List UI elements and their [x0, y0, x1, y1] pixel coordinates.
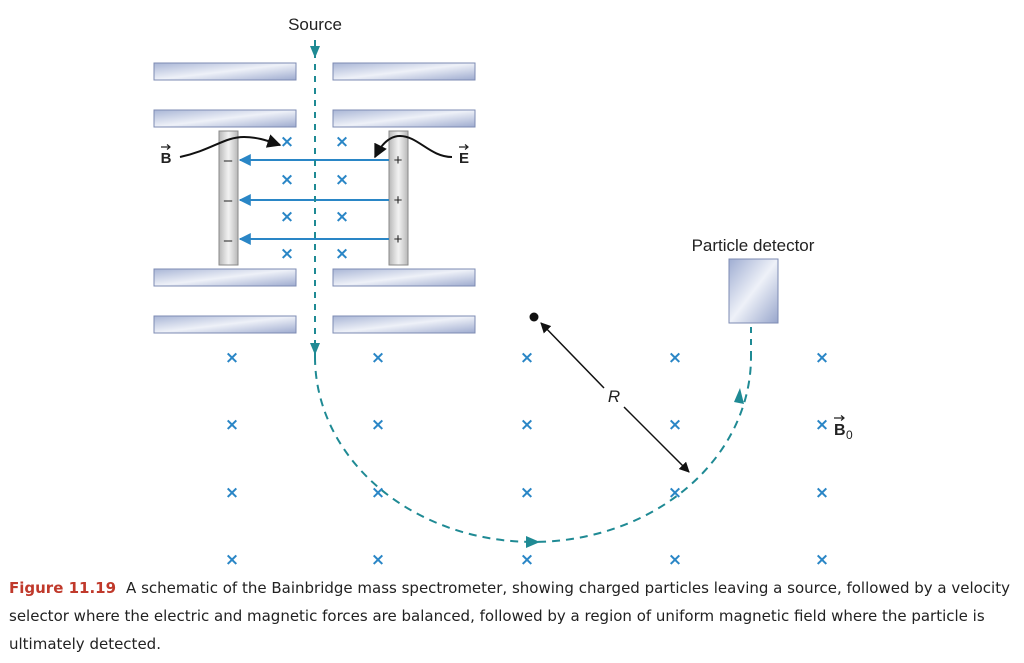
radius-label: R [608, 387, 620, 406]
source-label: Source [288, 15, 342, 34]
b0-subscript: 0 [846, 428, 853, 442]
field-x-mark: × [668, 415, 682, 435]
minus-sign-2: – [224, 192, 233, 209]
b-field-label: B [161, 150, 172, 167]
field-x-mark: × [335, 207, 349, 227]
field-x-mark: × [371, 483, 385, 503]
path-arrow-source [310, 46, 320, 58]
field-x-mark: × [371, 415, 385, 435]
path-arrow-bottom [526, 536, 540, 548]
field-x-mark: × [520, 348, 534, 368]
b0-field-label: B [834, 422, 846, 439]
radius-arrow-down [623, 406, 690, 473]
field-x-mark: × [225, 483, 239, 503]
slit-plates [153, 62, 476, 334]
field-x-mark: × [815, 483, 829, 503]
field-x-mark: × [280, 170, 294, 190]
plus-sign-2: + [394, 192, 403, 209]
plate-third-left [153, 268, 297, 287]
field-x-mark: × [668, 483, 682, 503]
field-x-mark: × [335, 244, 349, 264]
plus-sign-1: + [394, 152, 403, 169]
field-x-mark: × [335, 132, 349, 152]
field-x-mark: × [280, 207, 294, 227]
plate-top-right [332, 62, 476, 81]
field-x-mark: × [335, 170, 349, 190]
figure-label: Figure 11.19 [9, 579, 117, 597]
e-field-pointer [374, 134, 453, 159]
field-x-mark: × [280, 132, 294, 152]
negative-plate [218, 130, 239, 266]
spectrometer-diagram: – – – + + + R B E Source Particle detect… [153, 15, 853, 570]
field-x-mark: × [520, 483, 534, 503]
field-x-mark: × [815, 415, 829, 435]
particle-detector [728, 258, 779, 324]
field-x-mark: × [225, 348, 239, 368]
plate-bottom-left [153, 315, 297, 334]
field-x-mark: × [815, 348, 829, 368]
field-x-mark: × [520, 550, 534, 570]
b0-vector-arrow-icon [834, 415, 845, 421]
b-vector-arrow-icon [161, 144, 171, 150]
caption-text: A schematic of the Bainbridge mass spect… [9, 579, 1010, 653]
plate-second-right [332, 109, 476, 128]
field-x-mark: × [520, 415, 534, 435]
field-x-mark: × [668, 550, 682, 570]
particle-detector-label: Particle detector [692, 236, 815, 255]
particle-path-arc [314, 356, 752, 543]
field-x-mark: × [280, 244, 294, 264]
field-x-mark: × [371, 348, 385, 368]
minus-sign-3: – [224, 232, 233, 249]
minus-sign-1: – [224, 152, 233, 169]
plate-second-left [153, 109, 297, 128]
plate-top-left [153, 62, 297, 81]
positive-plate [388, 130, 409, 266]
radius-arrow-up [540, 322, 605, 389]
plus-sign-3: + [394, 231, 403, 248]
arc-center-dot [529, 312, 539, 322]
field-x-mark: × [225, 415, 239, 435]
field-x-mark: × [815, 550, 829, 570]
field-x-mark: × [668, 348, 682, 368]
e-vector-arrow-icon [459, 144, 469, 150]
b-field-pointer [179, 134, 282, 158]
plate-third-right [332, 268, 476, 287]
field-x-mark: × [371, 550, 385, 570]
field-marks: × × × × × × × × × × × × × × × × × × × × × × × × × × × × [225, 132, 829, 570]
e-field-label: E [459, 150, 469, 167]
path-arrow-rising [734, 388, 744, 404]
field-x-mark: × [225, 550, 239, 570]
path-arrow-exit [310, 343, 320, 355]
plate-bottom-right [332, 315, 476, 334]
